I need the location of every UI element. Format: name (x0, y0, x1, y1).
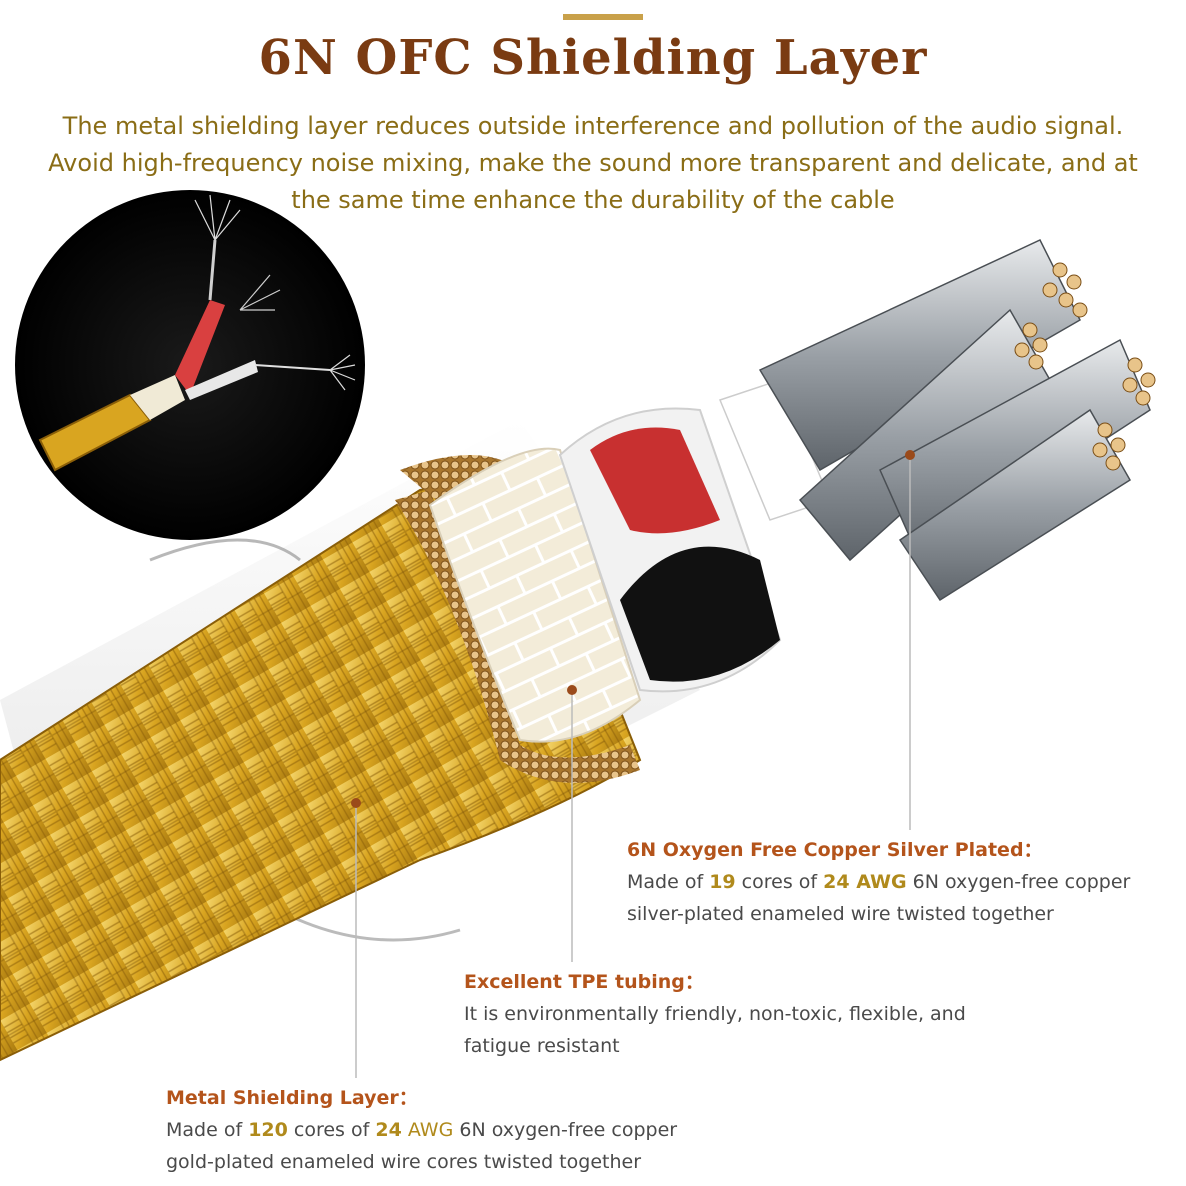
awg-value: 24 (375, 1119, 402, 1141)
callout-conductor: 6N Oxygen Free Copper Silver Plated： Mad… (627, 834, 1130, 930)
header-accent-bar (563, 14, 643, 20)
page-title: 6N OFC Shielding Layer (258, 30, 928, 86)
callout-tpe-title: Excellent TPE tubing： (464, 971, 704, 993)
description-line: the same time enhance the durability of … (291, 186, 895, 214)
callout-tpe-line2: fatigue resistant (464, 1035, 620, 1057)
callout-shield-line1: Made of 120 cores of 24 AWG 6N oxygen-fr… (166, 1114, 677, 1146)
callout-shield: Metal Shielding Layer： Made of 120 cores… (166, 1082, 677, 1178)
description-line: The metal shielding layer reduces outsid… (62, 112, 1124, 140)
callout-conductor-title: 6N Oxygen Free Copper Silver Plated： (627, 839, 1043, 861)
awg-unit: AWG (401, 1119, 454, 1141)
callout-leaders (351, 450, 915, 1078)
callout-shield-line2: gold-plated enameled wire cores twisted … (166, 1151, 641, 1173)
callout-tpe-line1: It is environmentally friendly, non-toxi… (464, 1003, 966, 1025)
callout-conductor-line2: silver-plated enameled wire twisted toge… (627, 903, 1054, 925)
callout-tpe: Excellent TPE tubing： It is environmenta… (464, 966, 966, 1062)
inset-photo-circle (15, 190, 365, 540)
text-fragment: Made of (627, 871, 710, 893)
text-fragment: cores of (735, 871, 824, 893)
description: The metal shielding layer reduces outsid… (10, 108, 1176, 219)
core-count: 120 (248, 1119, 288, 1141)
description-line: Avoid high-frequency noise mixing, make … (48, 149, 1138, 177)
silver-conductors (758, 239, 1156, 602)
text-fragment: Made of (166, 1119, 249, 1141)
text-fragment: 6N oxygen-free copper (453, 1119, 678, 1141)
core-count: 19 (709, 871, 736, 893)
awg-value: 24 AWG (823, 871, 907, 893)
callout-shield-title: Metal Shielding Layer： (166, 1087, 418, 1109)
text-fragment: 6N oxygen-free copper (906, 871, 1131, 893)
text-fragment: cores of (287, 1119, 376, 1141)
tpe-tubing (428, 447, 642, 743)
inner-jacket (558, 379, 832, 693)
callout-conductor-line1: Made of 19 cores of 24 AWG 6N oxygen-fre… (627, 866, 1130, 898)
